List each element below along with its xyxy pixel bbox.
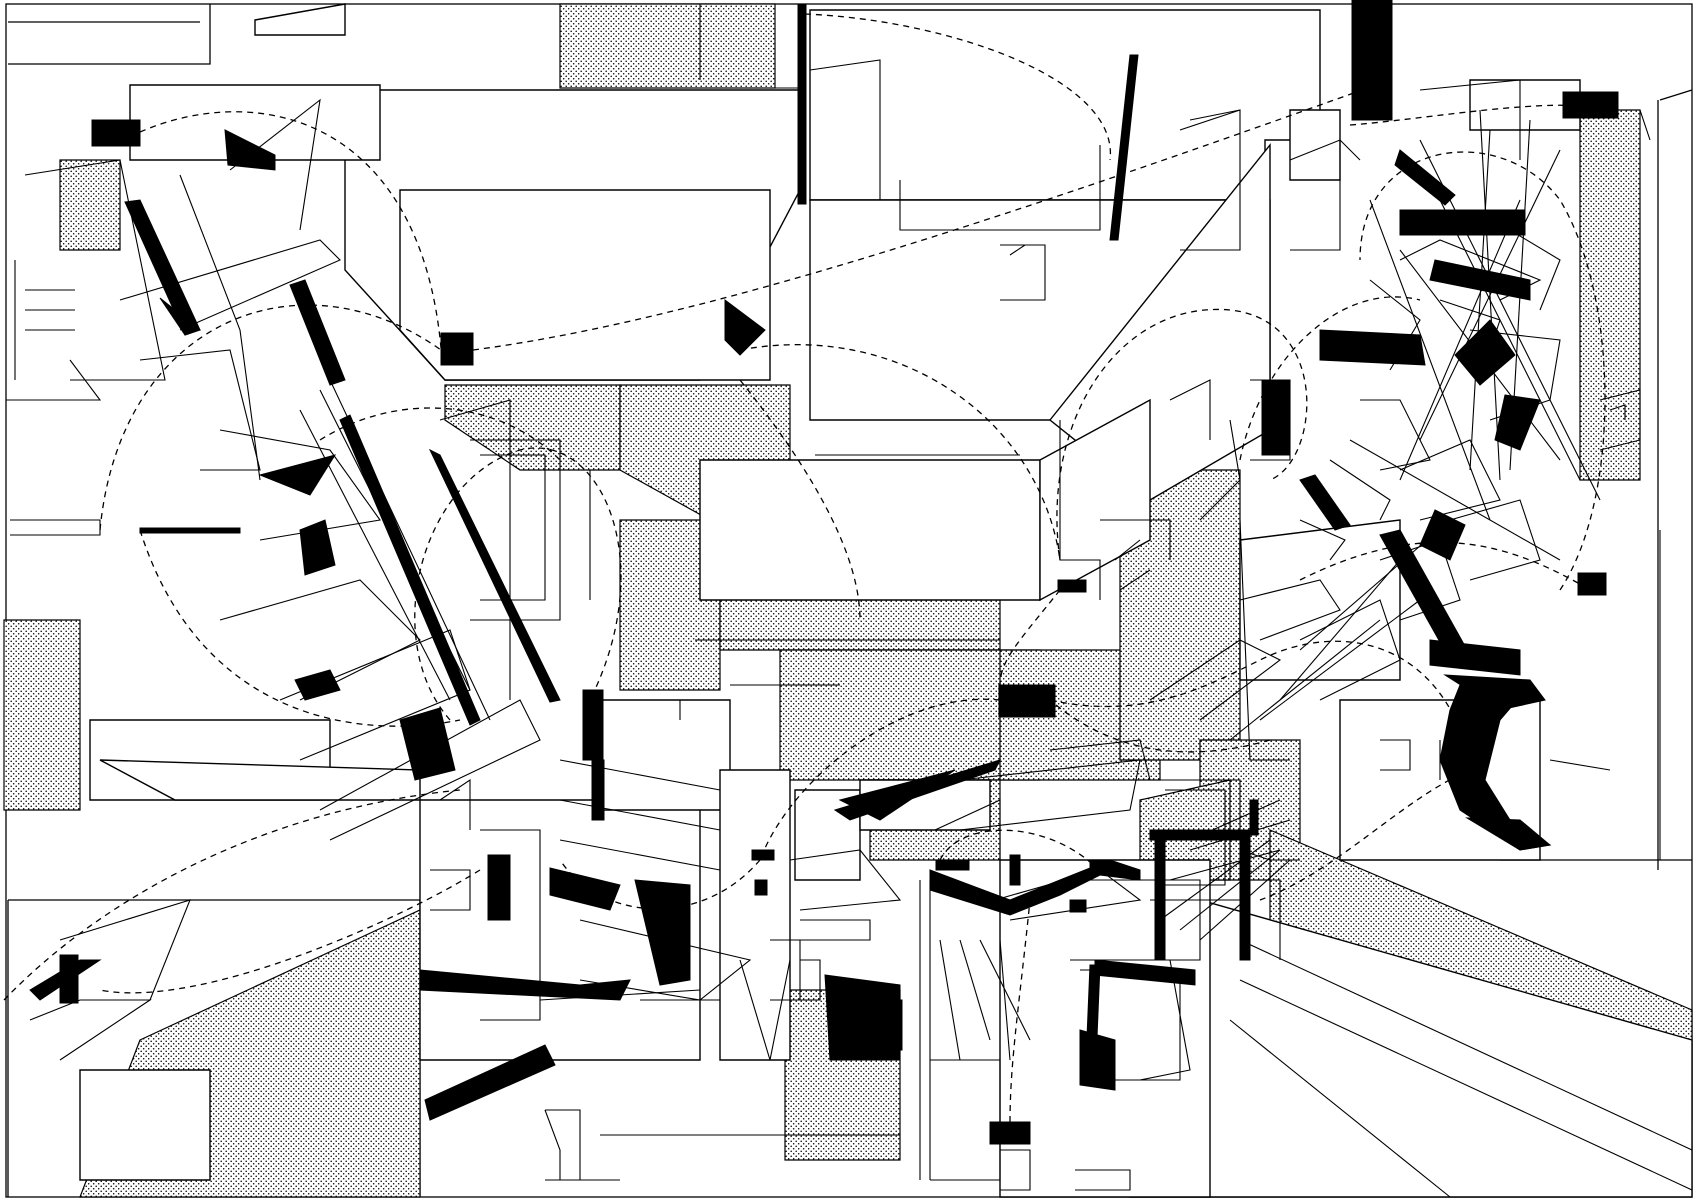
black-accent-bars [29, 0, 1619, 1145]
dashed-circulation-paths [3, 13, 1606, 1123]
